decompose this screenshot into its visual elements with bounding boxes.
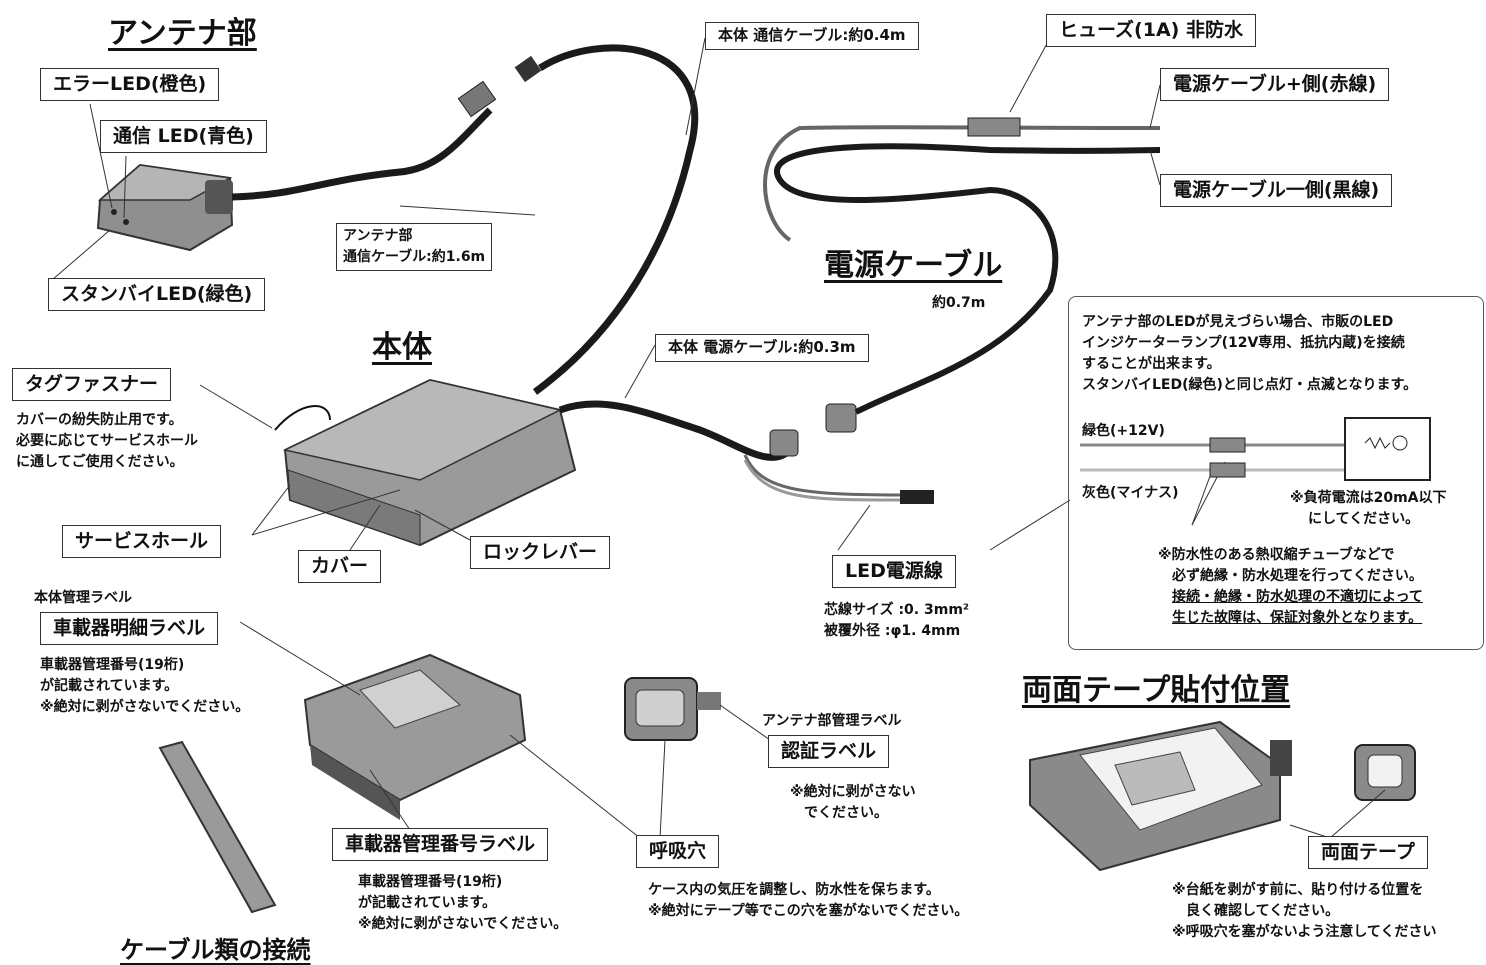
- antenna-bottom-view: [624, 677, 721, 741]
- led-power-line-label: LED電源線: [832, 555, 956, 588]
- vehicle-detail-desc: 車載器管理番号(19桁) が記載されています。 ※絶対に剥がさないでください。: [40, 655, 249, 718]
- led-info-text: アンテナ部のLEDが見えづらい場合、市販のLED インジケーターランプ(12V専…: [1082, 312, 1417, 396]
- cover-part: [158, 740, 277, 914]
- main-unit-bottom-view: [303, 653, 527, 820]
- tag-fastener-desc-1: カバーの紛失防止用です。: [16, 412, 183, 428]
- vehicle-detail-label: 車載器明細ラベル: [40, 612, 219, 645]
- tape-desc-2: 良く確認してください。: [1186, 903, 1340, 919]
- power-cable-length: 約0.7m: [932, 295, 986, 311]
- certification-label: 認証ラベル: [768, 735, 890, 768]
- fuse-label: ヒューズ(1A) 非防水: [1046, 14, 1256, 47]
- tag-fastener-desc-2: 必要に応じてサービスホール: [16, 433, 198, 449]
- mgmt-number-desc: 車載器管理番号(19桁) が記載されています。 ※絶対に剥がさないでください。: [358, 872, 567, 935]
- tape-desc: ※台紙を剥がす前に、貼り付ける位置を 良く確認してください。 ※呼吸穴を塞がない…: [1172, 880, 1437, 943]
- waterproof-note: ※防水性のある熱収縮チューブなどで 必ず絶縁・防水処理を行ってください。 接続・…: [1158, 545, 1423, 629]
- breathing-desc: ケース内の気圧を調整し、防水性を保ちます。 ※絶対にテープ等でこの穴を塞がないで…: [648, 880, 968, 922]
- lock-lever-label: ロックレバー: [470, 536, 611, 569]
- double-sided-tape-label: 両面テープ: [1308, 836, 1428, 869]
- antenna-mgmt-label-caption: アンテナ部管理ラベル: [762, 713, 902, 729]
- vehicle-detail-desc-3: ※絶対に剥がさないでください。: [40, 699, 250, 715]
- service-hole-label: サービスホール: [62, 525, 222, 558]
- cert-desc: ※絶対に剥がさない でください。: [790, 782, 916, 824]
- standby-led-label: スタンバイLED(緑色): [48, 278, 266, 311]
- mgmt-number-desc-1: 車載器管理番号(19桁): [358, 874, 503, 890]
- antenna-cable-note-line1: アンテナ部: [343, 228, 413, 244]
- cert-desc-1: ※絶対に剥がさない: [790, 784, 916, 800]
- waterproof-1: ※防水性のある熱収縮チューブなどで: [1158, 547, 1395, 563]
- outer-diameter: 被覆外径 :φ1. 4mm: [824, 623, 961, 639]
- body-comm-cable-label: 本体 通信ケーブル:約0.4m: [705, 22, 919, 50]
- load-current-1: ※負荷電流は20mA以下: [1290, 490, 1447, 506]
- led-info-1: アンテナ部のLEDが見えづらい場合、市販のLED: [1082, 314, 1394, 330]
- vehicle-mgmt-number-label: 車載器管理番号ラベル: [332, 828, 549, 861]
- waterproof-3: 接続・絶縁・防水処理の不適切によって: [1172, 589, 1423, 605]
- body-power-cable-label: 本体 電源ケーブル:約0.3m: [655, 334, 869, 362]
- cert-desc-2: でください。: [804, 805, 888, 821]
- breathing-hole-label: 呼吸穴: [636, 835, 720, 868]
- antenna-heading: アンテナ部: [108, 16, 257, 51]
- mgmt-number-desc-2: が記載されています。: [358, 895, 497, 911]
- core-size: 芯線サイズ :0. 3mm²: [824, 602, 970, 618]
- led-wiring-schematic: [1080, 417, 1431, 481]
- tape-position-view: [1029, 720, 1416, 872]
- cover-label: カバー: [298, 550, 382, 583]
- tag-fastener-desc: カバーの紛失防止用です。 必要に応じてサービスホール に通してご使用ください。: [16, 410, 198, 473]
- power-cable-heading: 電源ケーブル: [824, 248, 1003, 283]
- body-mgmt-label-caption: 本体管理ラベル: [34, 590, 132, 606]
- gray-wire-label: 灰色(マイナス): [1082, 485, 1179, 501]
- led-info-3: することが出来ます。: [1082, 356, 1221, 372]
- led-info-2: インジケーターランプ(12V専用、抵抗内蔵)を接続: [1082, 335, 1405, 351]
- waterproof-4: 生じた故障は、保証対象外となります。: [1172, 610, 1423, 626]
- antenna-cable-note: アンテナ部 通信ケーブル:約1.6m: [336, 223, 493, 271]
- error-led-label: エラーLED(橙色): [40, 68, 220, 101]
- vehicle-detail-desc-1: 車載器管理番号(19桁): [40, 657, 185, 673]
- comm-led-label: 通信 LED(青色): [100, 120, 267, 153]
- led-indicator-info-panel: [1068, 296, 1484, 650]
- main-unit: [274, 378, 577, 547]
- tag-fastener-label: タグファスナー: [12, 368, 172, 401]
- bottom-heading: ケーブル類の接続: [120, 936, 311, 964]
- breathing-desc-1: ケース内の気圧を調整し、防水性を保ちます。: [648, 882, 940, 898]
- load-current-note: ※負荷電流は20mA以下 にしてください。: [1290, 488, 1447, 530]
- tag-fastener-desc-3: に通してご使用ください。: [16, 454, 184, 470]
- load-current-2: にしてください。: [1308, 511, 1420, 527]
- wire-spec-note: 芯線サイズ :0. 3mm² 被覆外径 :φ1. 4mm: [824, 600, 969, 642]
- waterproof-2: 必ず絶縁・防水処理を行ってください。: [1172, 568, 1423, 584]
- power-plus-label: 電源ケーブル+側(赤線): [1160, 68, 1390, 101]
- green-wire-label: 緑色(+12V): [1082, 423, 1165, 439]
- antenna-cable-note-line2: 通信ケーブル:約1.6m: [343, 249, 486, 265]
- tape-position-heading: 両面テープ貼付位置: [1022, 673, 1291, 708]
- main-unit-heading: 本体: [372, 330, 432, 365]
- tape-desc-1: ※台紙を剥がす前に、貼り付ける位置を: [1172, 882, 1424, 898]
- power-minus-label: 電源ケーブル一側(黒線): [1160, 174, 1393, 207]
- leader-lines: [51, 37, 1386, 839]
- vehicle-detail-desc-2: が記載されています。: [40, 678, 179, 694]
- antenna-unit: [96, 163, 234, 252]
- led-info-4: スタンバイLED(緑色)と同じ点灯・点滅となります。: [1082, 377, 1418, 393]
- tape-desc-3: ※呼吸穴を塞がないよう注意してください: [1172, 924, 1437, 940]
- breathing-desc-2: ※絶対にテープ等でこの穴を塞がないでください。: [648, 903, 969, 919]
- mgmt-number-desc-3: ※絶対に剥がさないでください。: [358, 916, 568, 932]
